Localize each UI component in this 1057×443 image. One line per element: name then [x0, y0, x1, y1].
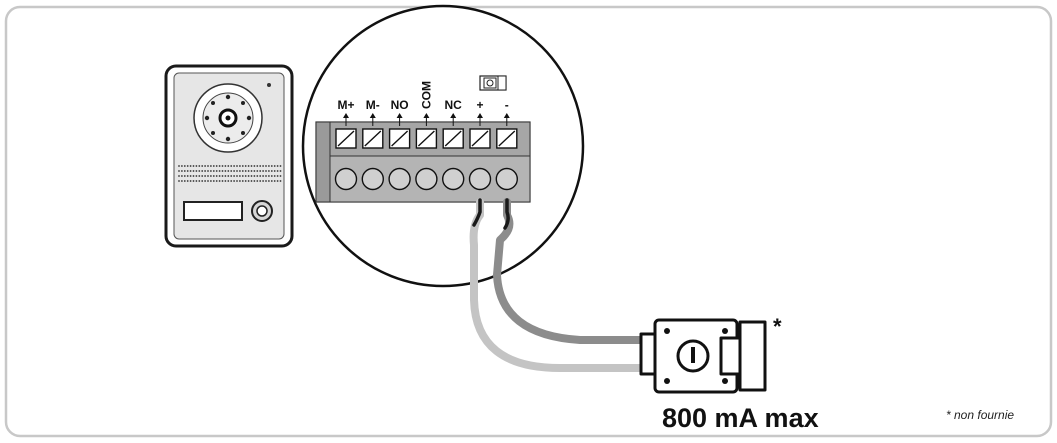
terminal-text-5: NC: [445, 98, 463, 112]
terminal-labels: M+ M- NO COM NC + -: [337, 81, 510, 126]
terminal-7: [495, 128, 518, 191]
lock-symbol-icon: [479, 75, 507, 91]
terminal-label-4: COM: [419, 81, 433, 126]
terminal-label-5: NC: [445, 98, 463, 126]
terminal-text-1: M+: [337, 98, 354, 112]
terminal-label-6: +: [476, 98, 484, 126]
terminal-6: [468, 128, 492, 191]
load-rating-label: 800 mA max: [662, 403, 819, 433]
terminal-label-3: NO: [391, 98, 409, 126]
footnote: * non fournie: [946, 408, 1014, 422]
speaker-grille: [178, 165, 282, 182]
electric-lock-icon: [639, 318, 767, 394]
terminal-text-4: COM: [419, 81, 433, 109]
terminal-5: [442, 128, 465, 191]
terminal-text-6: +: [476, 98, 483, 112]
terminal-text-2: M-: [366, 98, 380, 112]
terminal-text-7: -: [505, 98, 509, 112]
terminal-label-2: M-: [366, 98, 380, 126]
terminal-text-3: NO: [391, 98, 409, 112]
terminal-3: [388, 128, 411, 191]
terminal-1: [334, 128, 358, 191]
terminal-2: [361, 128, 384, 191]
terminal-label-7: -: [503, 98, 510, 126]
terminal-4: [415, 128, 438, 191]
asterisk-marker: *: [773, 314, 782, 339]
door-station-icon: [164, 64, 294, 248]
terminal-contacts: [334, 128, 518, 191]
lock-cable: [469, 198, 649, 372]
terminal-label-1: M+: [337, 98, 355, 126]
